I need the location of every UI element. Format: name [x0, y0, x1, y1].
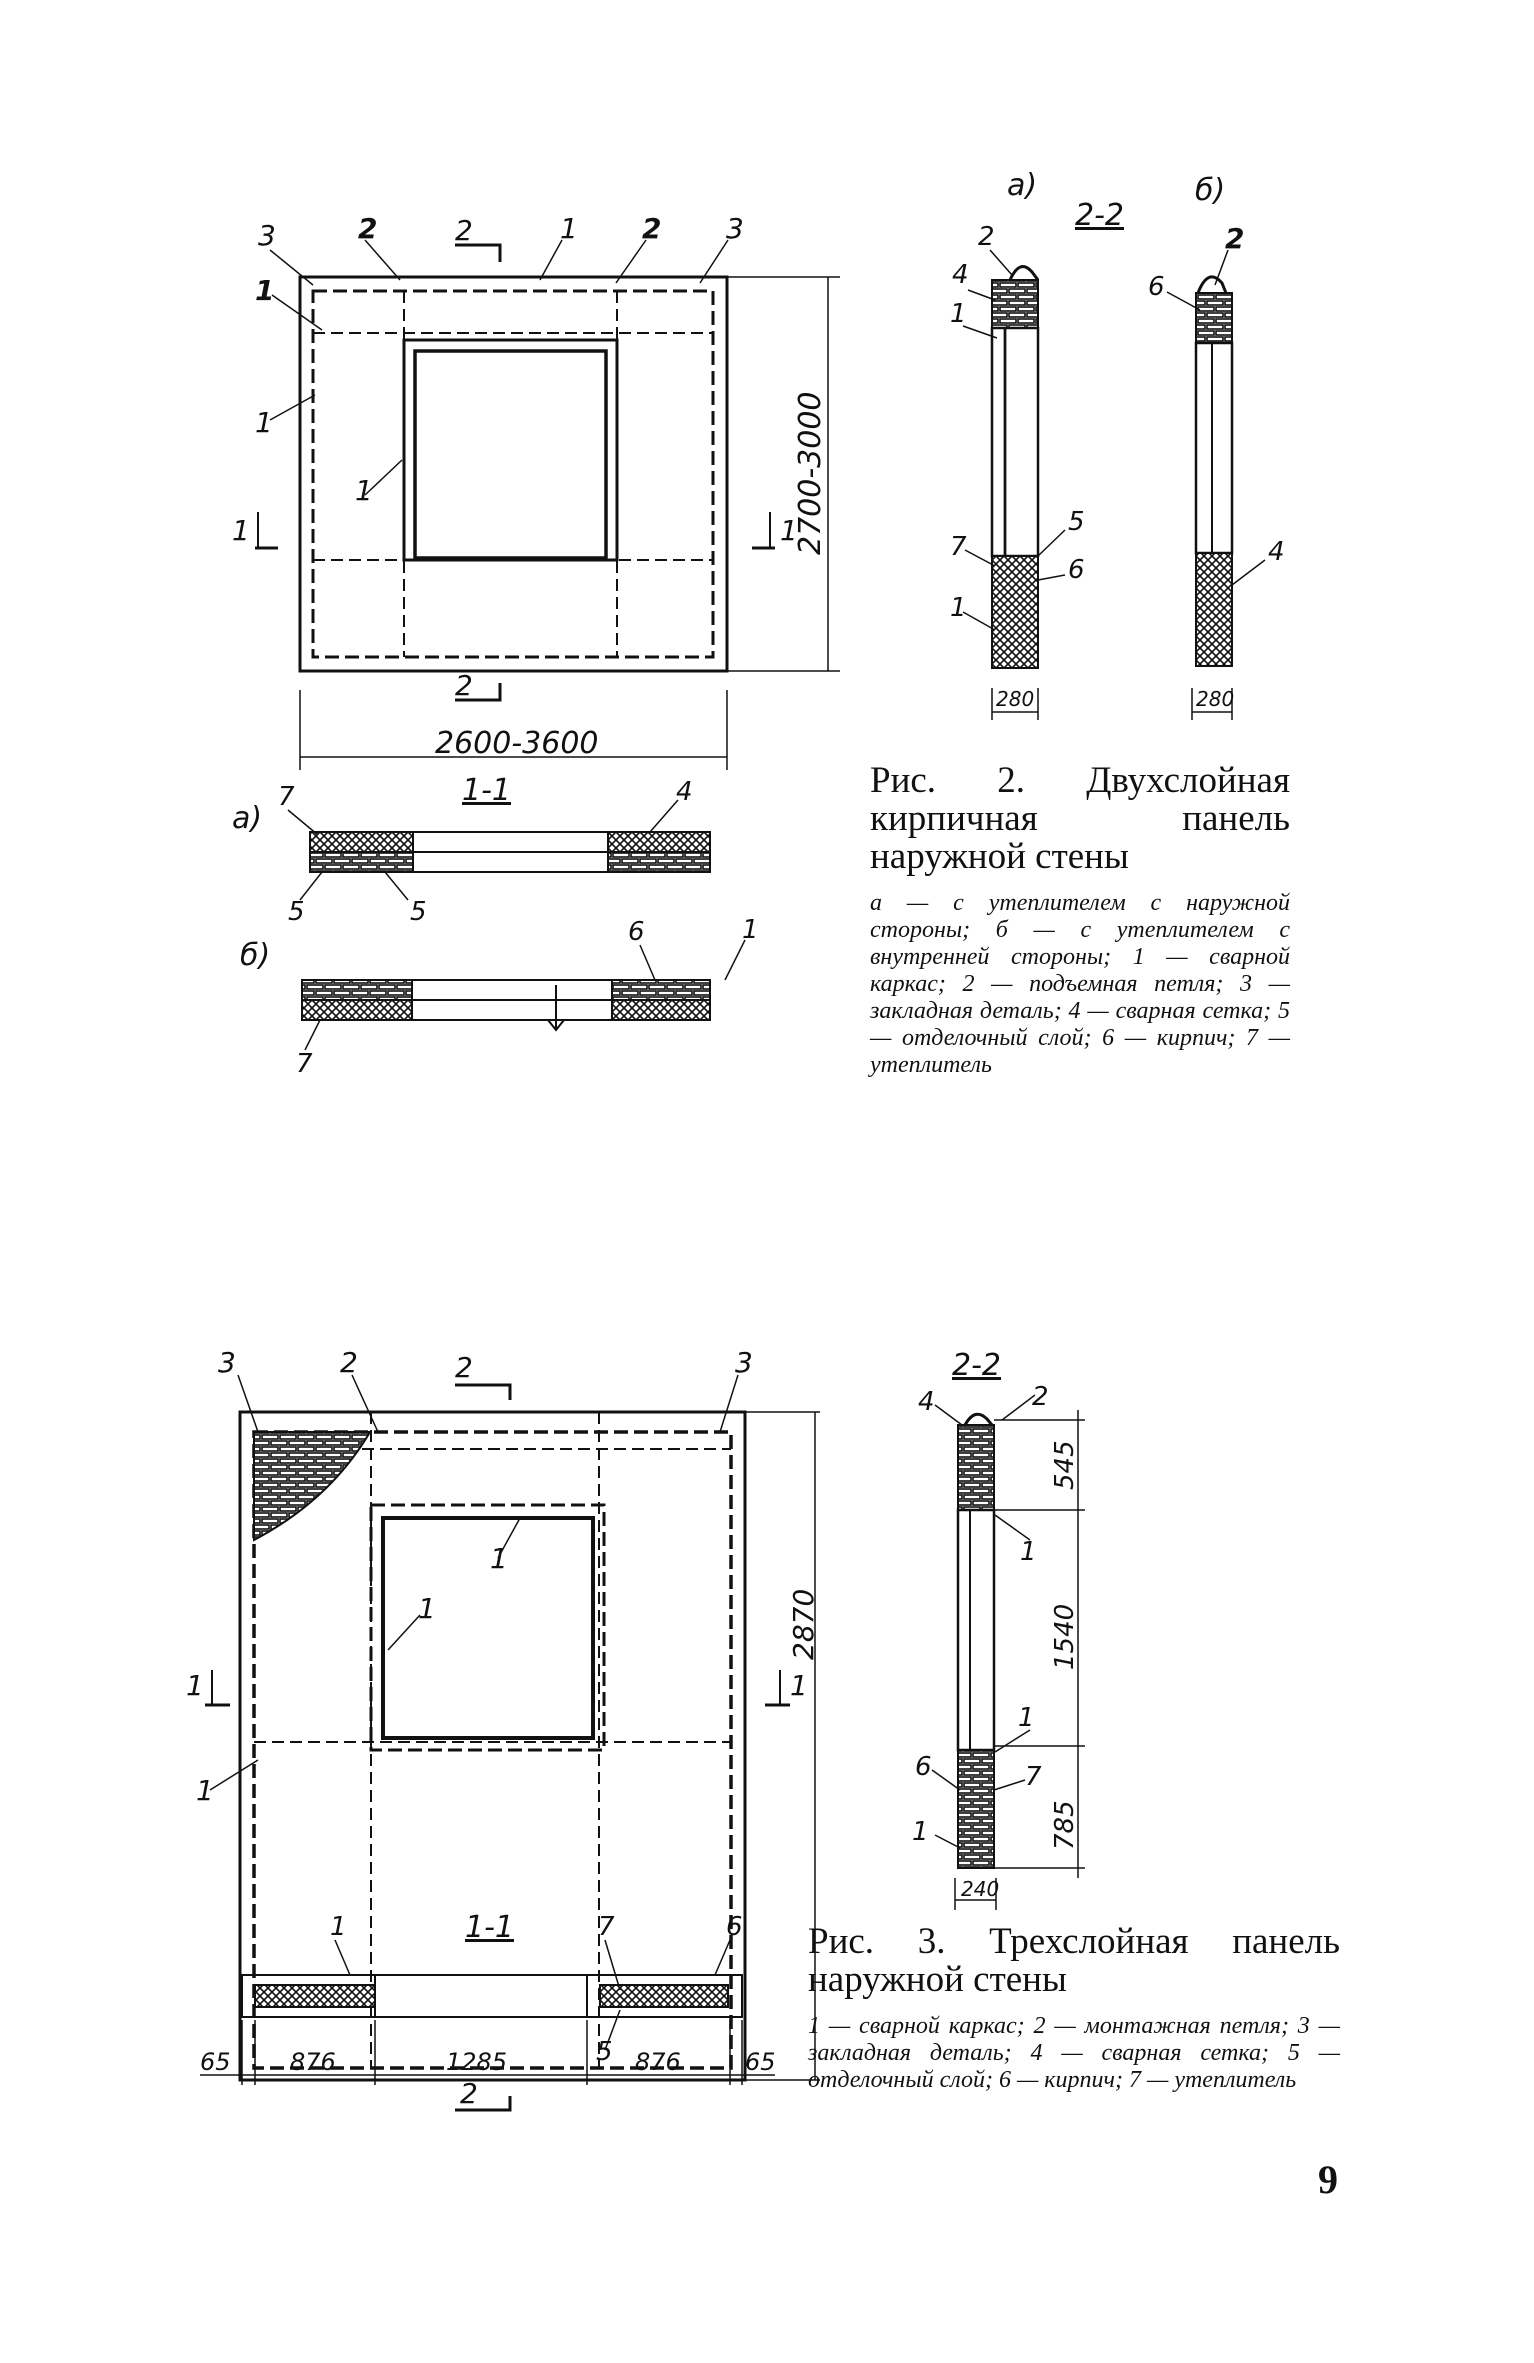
- fig2-drawing: [255, 239, 1266, 1051]
- fig2-callout: 1: [355, 474, 373, 507]
- fig3-callout: 7: [1025, 1762, 1042, 1792]
- fig2-callout: 2: [978, 222, 995, 252]
- fig2-elevation: [255, 239, 840, 770]
- fig2-callout: 1: [255, 406, 273, 439]
- fig2-labels: а) б) 2-2 1-1 а) б) 2 2 1 1 2600-3600 27…: [232, 168, 1285, 1079]
- fig3-dim-65a: 65: [200, 2048, 231, 2076]
- fig3-callout: 1: [418, 1592, 436, 1625]
- fig3-dim-240: 240: [961, 1877, 999, 1901]
- fig2-callout: 5: [1068, 507, 1085, 537]
- fig2-callout: 6: [1148, 272, 1165, 302]
- fig3-cut-top: 2: [455, 1351, 473, 1384]
- fig3-dim-1540: 1540: [1050, 1604, 1080, 1670]
- fig3-callout: 7: [598, 1912, 615, 1942]
- fig2-callout: 2: [1225, 222, 1244, 255]
- fig3-dim-1285: 1285: [446, 2048, 507, 2076]
- fig3-cut-left: 1: [186, 1669, 204, 1702]
- fig2-section-11-b: [301, 939, 746, 1051]
- fig2-dim-width: 2600-3600: [435, 726, 599, 761]
- fig3-callout: 2: [1032, 1382, 1049, 1412]
- fig2-cut-bottom: 2: [455, 669, 473, 702]
- fig2-cut-top: 2: [455, 214, 473, 247]
- fig2-callout: 4: [1268, 537, 1285, 567]
- fig2-section-11-a: [287, 799, 711, 901]
- fig3-callout: 1: [490, 1542, 508, 1575]
- fig3-caption-legend: 1 — сварной каркас; 2 — монтажная петля;…: [808, 2013, 1340, 2093]
- fig2-callout: 6: [628, 917, 645, 947]
- fig2-callout: 3: [726, 212, 744, 245]
- fig3-caption-title: Рис. 3. Трехслойная панель наружной стен…: [808, 1921, 1340, 2000]
- fig2-caption: Рис. 2. Двухслойная кирпичная панель нар…: [870, 762, 1290, 1079]
- fig3-dim-height: 2870: [787, 1589, 820, 1660]
- fig3-labels: 2-2 1-1 2 2 1 1 2870 545 1540 785 240 65…: [186, 1346, 1080, 2110]
- fig3-section-11: [200, 1939, 775, 2085]
- fig3-callout: 6: [726, 1912, 743, 1942]
- fig3-callout: 2: [340, 1346, 358, 1379]
- fig3-section-22: [931, 1394, 1085, 1910]
- fig2-callout: 7: [278, 782, 295, 812]
- fig2-label-b-lower: б): [240, 938, 270, 973]
- fig2-section-22-a: [962, 249, 1066, 720]
- fig2-cut-right: 1: [780, 514, 798, 547]
- fig2-callout: 5: [288, 897, 305, 927]
- page-number: 9: [1318, 2157, 1338, 2202]
- fig3-callout: 6: [915, 1752, 932, 1782]
- fig2-callout: 7: [950, 532, 967, 562]
- fig2-dim-thick-a: 280: [996, 687, 1034, 711]
- fig3-dim-785: 785: [1050, 1800, 1080, 1850]
- fig3-label-11: 1-1: [465, 1910, 514, 1945]
- fig2-callout: 2: [358, 212, 377, 245]
- fig3-dim-876b: 876: [635, 2048, 681, 2076]
- fig2-caption-title: Рис. 2. Двухслойная кирпичная панель нар…: [870, 760, 1290, 877]
- fig2-callout: 1: [950, 593, 967, 623]
- fig2-callout: 4: [952, 260, 969, 290]
- fig3-cut-right: 1: [790, 1669, 808, 1702]
- fig3-dim-65b: 65: [745, 2048, 776, 2076]
- fig2-label-11: 1-1: [462, 773, 511, 808]
- fig3-dim-876a: 876: [290, 2048, 336, 2076]
- fig2-callout: 1: [742, 915, 759, 945]
- fig2-label-b: б): [1195, 173, 1225, 208]
- fig2-callout: 1: [950, 299, 967, 329]
- fig2-callout: 1: [560, 212, 578, 245]
- fig3-callout: 1: [1020, 1537, 1037, 1567]
- fig2-section-22-b: [1166, 249, 1266, 720]
- fig2-caption-legend: а — с утеплителем с наружной стороны; б …: [870, 890, 1290, 1078]
- fig2-label-a-lower: а): [232, 801, 262, 836]
- fig2-label-22: 2-2: [1075, 198, 1124, 233]
- fig2-callout: 6: [1068, 555, 1085, 585]
- fig3-label-22: 2-2: [952, 1348, 1001, 1383]
- fig2-label-a: а): [1007, 168, 1037, 203]
- fig3-callout: 5: [596, 2037, 613, 2067]
- fig3-callout: 4: [918, 1387, 935, 1417]
- fig2-callout: 4: [676, 777, 693, 807]
- fig2-cut-left: 1: [232, 514, 250, 547]
- fig3-callout: 1: [912, 1817, 929, 1847]
- fig2-callout: 7: [296, 1049, 313, 1079]
- fig2-callout: 2: [642, 212, 661, 245]
- fig2-dim-height: 2700-3000: [793, 391, 828, 555]
- fig2-callout: 1: [255, 274, 274, 307]
- fig3-callout: 1: [330, 1912, 347, 1942]
- fig2-dim-thick-b: 280: [1196, 687, 1234, 711]
- fig3-callout: 3: [218, 1346, 236, 1379]
- fig3-caption: Рис. 3. Трехслойная панель наружной стен…: [808, 1923, 1340, 2094]
- fig3-cut-bottom: 2: [460, 2077, 478, 2110]
- fig3-dim-545: 545: [1050, 1440, 1080, 1490]
- fig3-callout: 3: [735, 1346, 753, 1379]
- fig3-callout: 1: [1018, 1703, 1035, 1733]
- fig3-callout: 1: [196, 1774, 214, 1807]
- fig2-callout: 3: [258, 219, 276, 252]
- fig3-drawing: [200, 1374, 1085, 2112]
- fig3-elevation: [205, 1374, 820, 2112]
- fig2-callout: 5: [410, 897, 427, 927]
